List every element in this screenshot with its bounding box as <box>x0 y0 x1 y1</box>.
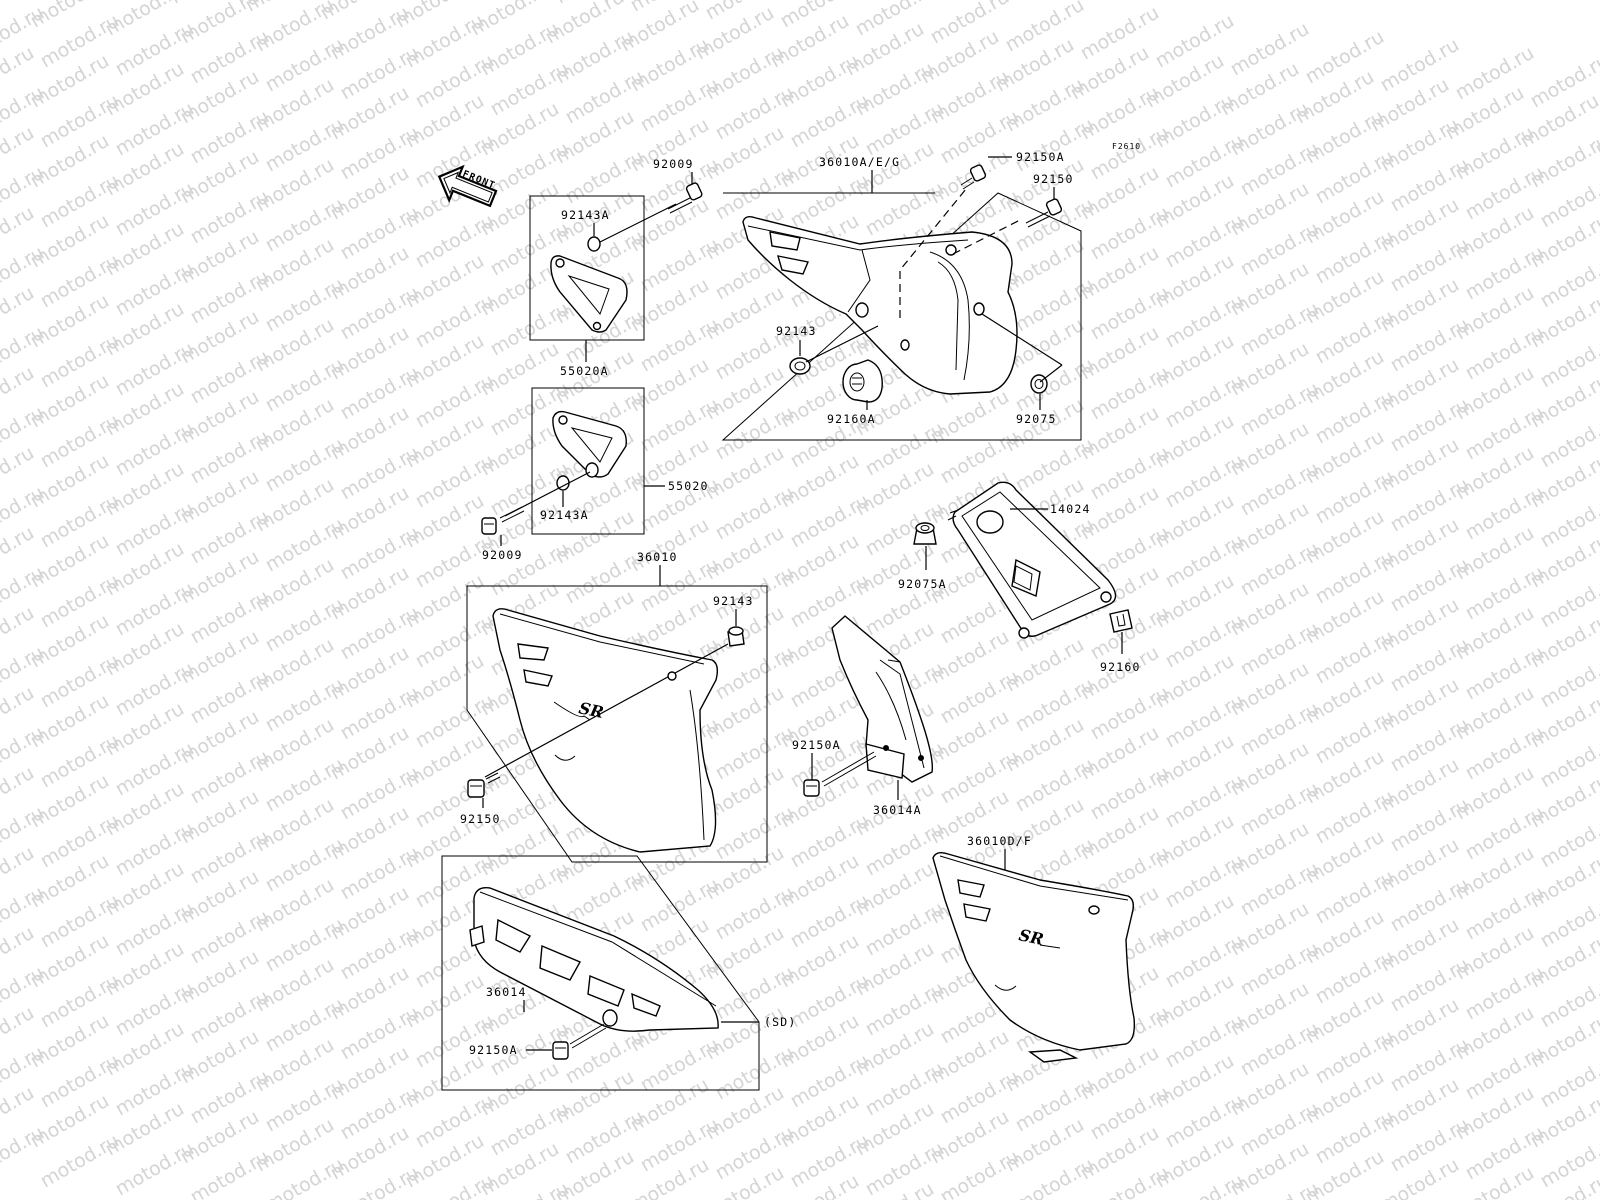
diagram-code: F2610 <box>1112 142 1141 151</box>
label-92150a-top: 92150A <box>1016 150 1065 164</box>
label-14024: 14024 <box>1050 502 1091 516</box>
sd-label: (SD) <box>764 1015 797 1029</box>
label-55020: 55020 <box>668 479 709 493</box>
label-92143a-mid: 92143A <box>540 508 589 522</box>
label-92150-mid: 92150 <box>460 812 501 826</box>
label-92009-mid: 92009 <box>482 548 523 562</box>
grommet-92143-mid <box>727 626 745 647</box>
label-55020a: 55020A <box>560 364 609 378</box>
label-92150a-bot: 92150A <box>469 1043 518 1057</box>
label-92143-mid: 92143 <box>713 594 754 608</box>
label-36014: 36014 <box>486 985 527 999</box>
label-92160: 92160 <box>1100 660 1141 674</box>
clip-92160 <box>1109 609 1133 633</box>
label-92150-top: 92150 <box>1033 172 1074 186</box>
front-arrow-icon <box>437 164 498 208</box>
grommet-92075-inner <box>973 302 985 316</box>
grommet-92075a <box>913 522 937 545</box>
label-92150a-mid: 92150A <box>792 738 841 752</box>
label-36010df: 36010D/F <box>967 834 1032 848</box>
label-92143-top: 92143 <box>776 324 817 338</box>
label-36010aeg: 36010A/E/G <box>819 155 900 169</box>
label-92075a: 92075A <box>898 577 947 591</box>
label-92143a-top: 92143A <box>561 208 610 222</box>
label-36014a: 36014A <box>873 803 922 817</box>
label-92009-top: 92009 <box>653 157 694 171</box>
label-36010: 36010 <box>637 550 678 564</box>
grommet-92143-inner <box>855 302 869 318</box>
damper-92160a <box>842 359 883 403</box>
collar-92143-top <box>789 357 811 375</box>
label-92160a: 92160A <box>827 412 876 426</box>
label-92075: 92075 <box>1016 412 1057 426</box>
stud-inner <box>900 339 910 351</box>
collar-92143a-top <box>587 236 601 252</box>
